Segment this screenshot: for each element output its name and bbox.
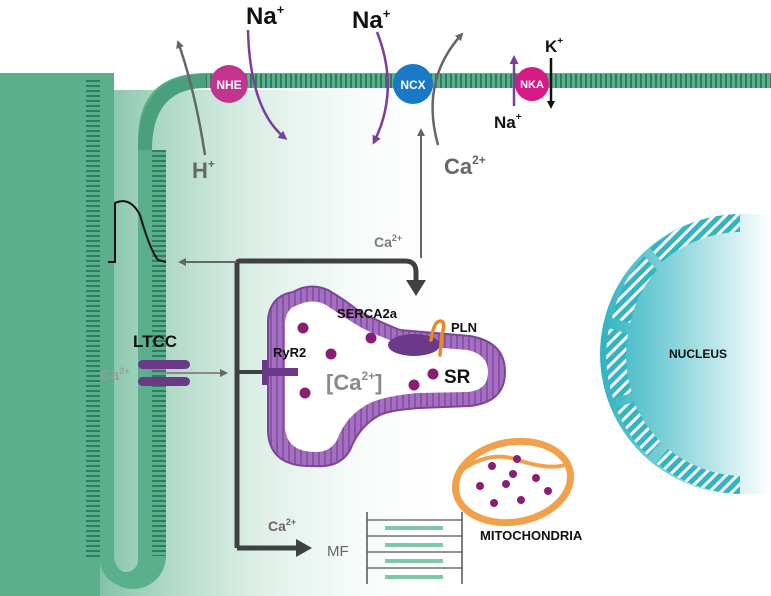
t-tubule-bottom <box>100 556 166 589</box>
mito-dot <box>532 474 540 482</box>
t-tubule-stripes-left <box>86 78 100 558</box>
h-efflux-arrow <box>176 40 207 156</box>
sr-ca-dot <box>297 322 309 334</box>
na-label-nka: Na+ <box>494 112 522 132</box>
na-nhe-sup: + <box>277 2 285 17</box>
na-ncx-sup: + <box>383 6 391 21</box>
h-label: H+ <box>192 157 215 183</box>
nhe-label: NHE <box>216 78 241 92</box>
serca-label: SERCA2a <box>337 306 398 321</box>
ca-signal-path <box>234 258 419 548</box>
nucleus-envelope-1 <box>650 214 740 262</box>
h-text: H <box>192 158 208 183</box>
ryr2-channel <box>262 360 298 385</box>
nucleus-label: NUCLEUS <box>669 347 727 361</box>
pln-icon <box>429 319 446 357</box>
na-influx-arrow-nhe <box>246 29 288 140</box>
sr-lumen <box>285 301 488 452</box>
k-sup: + <box>557 36 563 47</box>
nka-transporter <box>515 67 549 101</box>
mitochondrion <box>451 437 575 527</box>
membrane-top-stripes <box>206 74 771 88</box>
nucleus-envelope-3 <box>606 328 632 398</box>
ncx-transporter <box>393 64 433 104</box>
sr-ca-dot <box>408 379 420 391</box>
na-ncx-text: Na <box>352 7 383 34</box>
ca-efflux-arrow-ncx <box>431 32 464 146</box>
mito-dot <box>502 480 510 488</box>
myofilament-icon <box>366 512 463 584</box>
serca2a-pump <box>388 334 440 356</box>
mito-dot <box>513 455 521 463</box>
ca-signal-arrowhead-sr <box>406 280 426 296</box>
ca-label-ncx: Ca2+ <box>444 153 486 179</box>
ryr2-label: RyR2 <box>273 345 306 360</box>
ca-mf-text: Ca <box>268 518 286 534</box>
nucleus-envelope-4 <box>616 402 661 456</box>
h-sup: + <box>208 157 215 171</box>
ncx-label: NCX <box>400 78 425 92</box>
na-nhe-text: Na <box>246 3 277 30</box>
sarcolemma-outer-block <box>0 73 100 596</box>
ca-mf-label: Ca2+ <box>268 517 296 534</box>
k-label: K+ <box>545 36 563 56</box>
membrane-corner <box>138 74 206 150</box>
ca-sr-close: ] <box>375 370 382 395</box>
ca-branch-label: Ca2+ <box>374 233 402 250</box>
ltcc-channel-top <box>138 360 190 369</box>
na-label-ncx: Na+ <box>352 6 391 34</box>
ca-ncx-text: Ca <box>444 154 473 179</box>
sr-label: SR <box>444 367 471 388</box>
action-potential-trace-icon <box>108 200 167 263</box>
ltcc-label: LTCC <box>133 332 177 351</box>
pln-label: PLN <box>451 320 477 335</box>
ca-sr-open: [Ca <box>326 370 362 395</box>
na-nka-sup: + <box>516 112 522 123</box>
k-text: K <box>545 37 558 56</box>
sr-ca-dot <box>427 368 439 380</box>
sr-ca-dot <box>325 348 337 360</box>
nka-label: NKA <box>520 79 544 91</box>
mito-dot <box>517 496 525 504</box>
mito-label: MITOCHONDRIA <box>480 528 583 543</box>
mito-dot <box>476 482 484 490</box>
na-nka-text: Na <box>494 113 516 132</box>
t-tubule-stripes-right <box>152 150 166 560</box>
mito-dot <box>488 462 496 470</box>
mf-label: MF <box>327 543 349 560</box>
sr-ca-dot <box>299 387 311 399</box>
ltcc-channel-bottom <box>138 377 190 386</box>
sr-ca-concentration-label: [Ca2+] <box>326 369 382 395</box>
ca-mf-sup: 2+ <box>286 517 296 527</box>
mf-arrowhead <box>296 539 312 557</box>
ca-ltcc-sup: 2+ <box>119 366 129 376</box>
mito-dot <box>509 470 517 478</box>
ca-branch-text: Ca <box>374 234 392 250</box>
na-influx-arrow-ncx <box>372 31 390 145</box>
nucleus-envelope-5 <box>656 449 740 494</box>
sr-ca-dot <box>365 332 377 344</box>
ca-sr-sup: 2+ <box>361 369 375 383</box>
nucleus-envelope-2 <box>612 256 657 323</box>
mito-dot <box>490 499 498 507</box>
nhe-transporter <box>210 65 248 103</box>
ca-ncx-sup: 2+ <box>472 153 486 167</box>
ca-ltcc-text: Ca <box>100 367 120 384</box>
ca-branch-sup: 2+ <box>392 233 402 243</box>
mito-dot <box>544 487 552 495</box>
ca-ltcc-label: Ca2+ <box>100 366 129 384</box>
na-label-nhe: Na+ <box>246 2 285 30</box>
